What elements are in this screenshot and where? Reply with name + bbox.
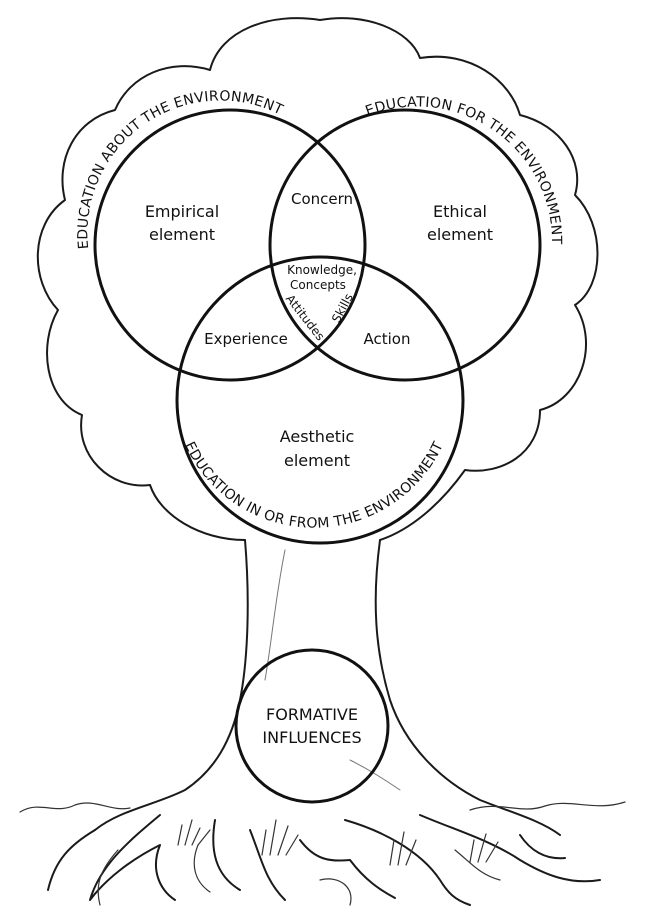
ethical-label: Ethical bbox=[433, 202, 487, 221]
arc-label-for: EDUCATION FOR THE ENVIRONMENT bbox=[363, 94, 564, 244]
formative-label: FORMATIVE bbox=[266, 705, 358, 724]
aesthetic-element-label: element bbox=[284, 451, 350, 470]
influences-label: INFLUENCES bbox=[262, 728, 361, 747]
circle-education-in-from bbox=[175, 255, 465, 545]
experience-label: Experience bbox=[204, 330, 288, 348]
ethical-element-label: element bbox=[427, 225, 493, 244]
formative-influences-circle bbox=[234, 648, 390, 804]
concern-label: Concern bbox=[291, 190, 353, 208]
circle-education-about bbox=[93, 108, 367, 382]
circle-education-for bbox=[268, 108, 542, 382]
tree-trunk-right bbox=[374, 539, 561, 836]
tree-trunk-left bbox=[94, 539, 249, 831]
trunk-bark-line bbox=[264, 549, 286, 681]
tree-canopy bbox=[36, 17, 599, 541]
trunk-bark-line-2 bbox=[349, 759, 401, 791]
tree-roots bbox=[47, 814, 601, 906]
ground-line bbox=[19, 801, 626, 813]
action-label: Action bbox=[364, 330, 411, 348]
empirical-element-label: element bbox=[149, 225, 215, 244]
knowledge-label: Knowledge, bbox=[287, 263, 357, 277]
skills-label: Skills bbox=[329, 291, 356, 325]
empirical-label: Empirical bbox=[145, 202, 219, 221]
aesthetic-label: Aesthetic bbox=[280, 427, 355, 446]
grass-tufts bbox=[177, 819, 499, 866]
tree-roots-detail bbox=[97, 844, 501, 906]
concepts-label: Concepts bbox=[290, 278, 346, 292]
